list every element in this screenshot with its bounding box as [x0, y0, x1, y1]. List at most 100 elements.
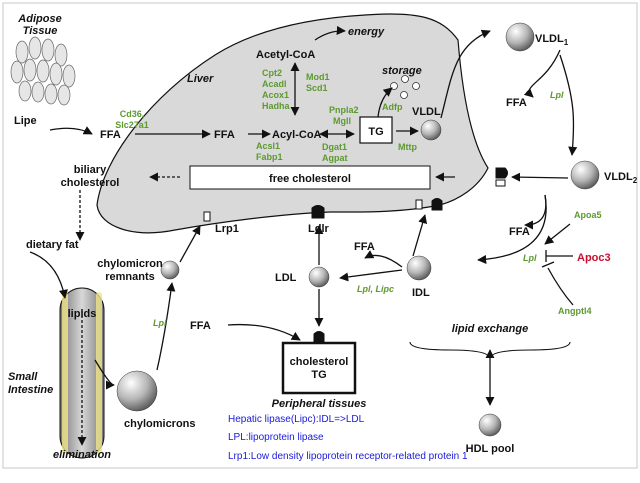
lipe-label: Lipe	[14, 115, 37, 127]
idl-label: IDL	[412, 287, 430, 299]
gene-acox1: Acox1	[262, 90, 289, 100]
adipose-title-2: Tissue	[23, 25, 58, 37]
acyl-coa-label: Acyl-CoA	[272, 129, 322, 141]
legend-line-1: Hepatic lipase(Lipc):IDL=>LDL	[228, 414, 365, 425]
tg-box	[359, 116, 393, 144]
chylomicron-remnant-sphere	[160, 260, 180, 280]
arrow-vldl1-ffa	[523, 49, 561, 98]
hdl-pool-label: HDL pool	[466, 443, 515, 455]
peripheral-ldlr-receptor	[313, 331, 325, 344]
gene-lpl-lipc: Lpl, Lipc	[357, 284, 394, 294]
lipid-exchange-brace	[409, 341, 571, 359]
gene-cpt2: Cpt2	[262, 68, 282, 78]
ffa-label-1: FFA	[100, 129, 121, 141]
biliary-label-1: biliary	[74, 164, 107, 176]
gene-lpl-1: Lpl	[550, 90, 564, 100]
ldl-label: LDL	[275, 272, 297, 284]
arrow-vldl2-ffa	[524, 194, 547, 230]
acetyl-coa-label: Acetyl-CoA	[256, 49, 315, 61]
arrow-vldl-vldl1	[440, 29, 491, 119]
adipose-title-1: Adipose	[17, 13, 61, 25]
gene-agpat: Agpat	[322, 153, 348, 163]
vldl-label: VLDL	[412, 106, 441, 118]
arrow-vldl1-vldl2	[559, 54, 578, 156]
biliary-label-2: cholesterol	[61, 177, 120, 189]
small-intestine-1: Small	[8, 371, 38, 383]
lrp1-receptor	[203, 211, 211, 222]
gene-mod1: Mod1	[306, 72, 330, 82]
ffa-label-6: FFA	[354, 241, 375, 253]
arrow-ffa-peripheral	[227, 323, 301, 341]
arrow-lipe-ffa	[49, 126, 93, 135]
arrow-remnant-liver	[179, 225, 201, 263]
peripheral-box-cholesterol: cholesterol	[290, 356, 349, 368]
ffa-label-5: FFA	[190, 320, 211, 332]
chylo-remnants-1: chylomicron	[97, 258, 163, 270]
inhibit-angptl4	[547, 267, 574, 306]
vldl1-label: VLDL1	[535, 33, 569, 47]
legend-line-2: LPL:lipoprotein lipase	[228, 432, 324, 443]
ffa-label-2: FFA	[214, 129, 235, 141]
receptors	[203, 167, 508, 344]
free-cholesterol-label: free cholesterol	[269, 173, 351, 185]
gene-apoc3: Apoc3	[577, 252, 611, 264]
liver-label: Liver	[187, 73, 214, 85]
gene-acadl: Acadl	[262, 79, 287, 89]
chylo-remnants-2: remnants	[105, 271, 155, 283]
labels-black: Adipose Tissue Lipe FFA Liver Acetyl-CoA…	[8, 13, 638, 461]
idl-sphere	[406, 255, 432, 281]
storage-droplets	[390, 75, 420, 99]
dietary-fat-label: dietary fat	[26, 239, 79, 251]
gene-fabp1: Fabp1	[256, 152, 283, 162]
small-intestine-2: Intestine	[8, 384, 53, 396]
gene-adfp: Adfp	[382, 102, 403, 112]
vldl-receptor-dark	[495, 167, 508, 179]
gene-angptl4: Angptl4	[558, 306, 592, 316]
arrow-chylo-remnant	[156, 282, 176, 371]
liver-ldlr-receptor	[431, 198, 443, 211]
gene-cd36: Cd36,	[120, 109, 145, 119]
arrow-apoa5-lpl	[544, 223, 571, 245]
arrows	[29, 25, 578, 446]
arrow-idl-ldl	[339, 269, 403, 282]
arrow-lipids-chylo	[94, 359, 115, 390]
gene-hadha: Hadha	[262, 101, 291, 111]
gene-lpl-2: Lpl	[523, 253, 537, 263]
ldlr-label: Ldlr	[308, 223, 329, 235]
labels-genes: Cd36, Slc27a1 Cpt2 Acadl Acox1 Hadha Mod…	[115, 68, 610, 328]
energy-label: energy	[348, 26, 385, 38]
inhibitions	[541, 250, 574, 306]
lipid-exchange-label: lipid exchange	[452, 323, 528, 335]
vldl1-sphere	[505, 22, 535, 52]
ldl-sphere	[308, 266, 330, 288]
lipids-label: lipids	[68, 308, 97, 320]
gene-pnpla2: Pnpla2	[329, 105, 359, 115]
peripheral-box-tg: TG	[311, 369, 326, 381]
gene-acsl1: Acsl1	[256, 141, 280, 151]
chylomicrons-label: chylomicrons	[124, 418, 196, 430]
vldl2-label: VLDL2	[604, 171, 638, 185]
elimination-label: elimination	[53, 449, 111, 461]
gene-scd1: Scd1	[306, 83, 328, 93]
gene-lpl-3: Lpl	[153, 318, 167, 328]
gene-mttp: Mttp	[398, 142, 417, 152]
figure-frame	[2, 2, 638, 469]
ffa-label-4: FFA	[509, 226, 530, 238]
vldl-sphere	[420, 119, 442, 141]
arrow-energy	[314, 25, 346, 41]
peripheral-tissues-box	[281, 341, 357, 395]
ffa-label-3: FFA	[506, 97, 527, 109]
chylomicron-sphere	[116, 370, 158, 412]
peripheral-tissues-label: Peripheral tissues	[272, 398, 367, 410]
tg-label: TG	[368, 126, 383, 138]
arrow-vldl2-liver	[511, 172, 569, 182]
legend-line-3: Lrp1:Low density lipoprotein receptor-re…	[228, 451, 468, 462]
free-cholesterol-box	[189, 165, 431, 190]
arrow-dietary-fat	[29, 251, 68, 299]
gene-mgll: Mgll	[333, 116, 351, 126]
lrp1-label: Lrp1	[215, 223, 239, 235]
liver-lrp-receptor	[415, 199, 423, 210]
gene-apoa5: Apoa5	[574, 210, 602, 220]
